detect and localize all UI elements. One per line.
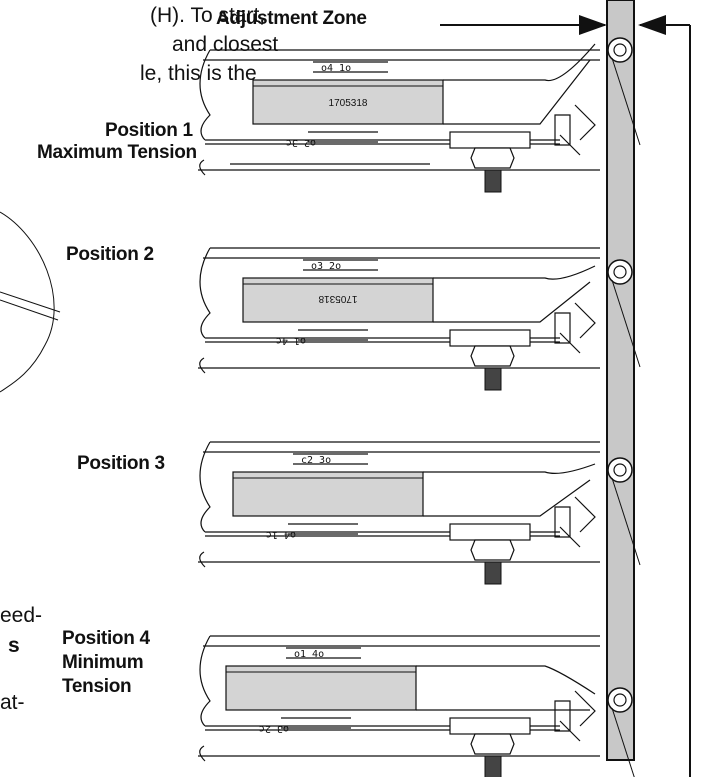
- position-label-3: Position 3: [77, 453, 165, 475]
- position-4-line: Tension: [62, 676, 132, 697]
- belt-line: [611, 57, 641, 146]
- belt-line: [611, 279, 641, 368]
- frame-break: [199, 357, 206, 374]
- indicator-plate-bottom: [288, 523, 358, 535]
- indicator-plate-top: [286, 647, 361, 659]
- tensioner-assembly-1: o4 1o o2 3c 1705318: [198, 37, 641, 193]
- text-fragment: s: [8, 634, 20, 657]
- indicator-marks-top: c2 3o: [301, 455, 331, 466]
- tensioner-assembly-2: o3 2o o1 4c 1705318: [198, 247, 641, 391]
- roller-hub: [613, 693, 627, 707]
- indicator-plate-bottom: [308, 131, 378, 143]
- detail-circle: [0, 211, 55, 393]
- tensioner-block: [252, 79, 444, 125]
- tensioner-arm: [433, 265, 596, 323]
- adjustment-nut: [470, 345, 515, 367]
- adjustment-bar: [606, 0, 635, 761]
- adjustment-bolt: [484, 367, 502, 391]
- indicator-marks-bottom: o1 4c: [276, 335, 306, 346]
- adjustment-nut: [470, 539, 515, 561]
- mount-bracket: [449, 523, 531, 541]
- frame-break: [199, 551, 206, 568]
- indicator-plate-bottom: [298, 329, 368, 341]
- tensioner-assembly-4: o1 4o o3 2c: [198, 635, 635, 777]
- indicator-plate-top: [313, 61, 388, 73]
- frame-rail: [198, 635, 600, 757]
- adjustment-bolt: [484, 755, 502, 777]
- part-number: 1705318: [329, 98, 368, 109]
- position-label-2: Position 2: [66, 244, 154, 266]
- position-1-line: Position 1: [105, 120, 193, 141]
- position-4-line: Minimum: [62, 652, 144, 673]
- belt-line: [611, 477, 641, 566]
- roller-hub: [613, 265, 627, 279]
- text-fragment: (H). To start,: [150, 4, 266, 27]
- position-label-1: Position 1 Maximum Tension: [37, 120, 197, 164]
- position-3-line: Position 3: [77, 453, 165, 474]
- position-label-4: Position 4 Minimum Tension: [62, 627, 150, 699]
- indicator-plate-bottom: [281, 717, 351, 729]
- mount-bracket: [449, 717, 531, 735]
- adjustment-zone-label: Adjustment Zone: [216, 8, 367, 29]
- text-fragment: eed-: [0, 604, 43, 627]
- text-fragment: le, this is the: [140, 62, 257, 85]
- tensioner-block: [232, 471, 424, 517]
- spring-clip: [554, 690, 596, 742]
- indicator-marks-top: o3 2o: [311, 261, 341, 272]
- indicator-marks-top: o4 1o: [321, 63, 351, 74]
- tensioner-block: [242, 277, 434, 323]
- frame-rail: [198, 49, 600, 171]
- roller-hub: [613, 43, 627, 57]
- position-1-line: Maximum Tension: [37, 142, 197, 163]
- spring-clip: [554, 496, 596, 548]
- tensioner-arm: [443, 43, 596, 125]
- frame-break: [199, 745, 206, 762]
- tensioner-arm: [423, 463, 596, 517]
- tensioner-block: [225, 665, 417, 711]
- mount-bracket: [449, 131, 531, 149]
- frame-rail: [198, 441, 600, 563]
- frame-break: [199, 159, 206, 176]
- frame-rail: [198, 247, 600, 369]
- spring-clip: [554, 104, 596, 156]
- indicator-marks-bottom: o3 2c: [259, 723, 289, 734]
- detail-circle-line: [0, 299, 59, 321]
- spring-clip: [554, 302, 596, 354]
- tensioner-arm: [416, 665, 596, 711]
- indicator-marks-top: o1 4o: [294, 649, 324, 660]
- position-2-line: Position 2: [66, 244, 154, 265]
- adjustment-nut: [470, 147, 515, 169]
- roller-hub: [613, 463, 627, 477]
- text-fragment: at-: [0, 691, 25, 714]
- adjustment-bolt: [484, 169, 502, 193]
- indicator-marks-bottom: o2 3c: [286, 137, 316, 148]
- position-4-line: Position 4: [62, 628, 150, 649]
- adjustment-bolt: [484, 561, 502, 585]
- detail-circle-line: [0, 291, 61, 313]
- indicator-plate-top: [303, 259, 378, 271]
- adjustment-nut: [470, 733, 515, 755]
- indicator-plate-top: [293, 453, 368, 465]
- part-number: 1705318: [318, 293, 357, 304]
- belt-line: [611, 707, 635, 777]
- indicator-marks-bottom: o4 1c: [266, 529, 296, 540]
- tensioner-assembly-3: c2 3o o4 1c: [198, 441, 641, 585]
- mount-bracket: [449, 329, 531, 347]
